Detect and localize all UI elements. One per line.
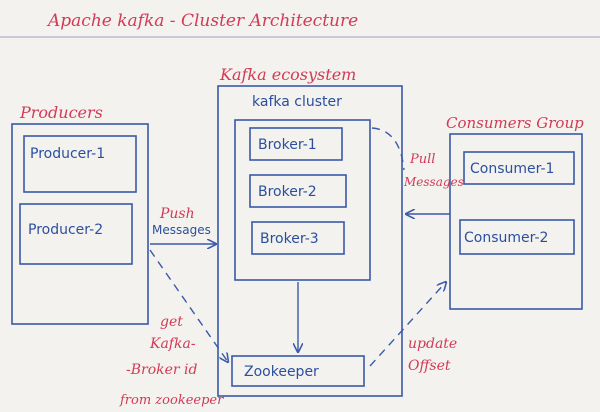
broker-2-label: Broker-2 xyxy=(258,184,317,200)
producers-box xyxy=(11,123,149,325)
consumers-box xyxy=(449,133,583,310)
ecosystem-label: Kafka ecosystem xyxy=(219,65,356,84)
pull-label-2: Messages xyxy=(403,175,464,189)
producer-2-box xyxy=(19,203,133,265)
producer-1-box xyxy=(23,135,137,193)
producer-1-label: Producer-1 xyxy=(30,146,105,162)
diagram-title: Apache kafka - Cluster Architecture xyxy=(46,11,358,31)
push-label-1: Push xyxy=(159,206,195,222)
ecosystem-box xyxy=(217,85,403,397)
update-label-2: Offset xyxy=(408,358,451,374)
update-label-1: update xyxy=(408,336,457,352)
get-label-1: get xyxy=(160,314,183,330)
broker-3-label: Broker-3 xyxy=(260,231,319,247)
get-brokerid-dashed-arrow xyxy=(149,249,228,362)
consumer-2-label: Consumer-2 xyxy=(464,230,548,246)
broker-2-box xyxy=(249,174,347,208)
pull-label-1: Pull xyxy=(409,152,435,167)
consumer-1-label: Consumer-1 xyxy=(470,161,554,177)
consumer-1-box xyxy=(463,151,575,185)
get-label-3: -Broker id xyxy=(126,362,198,378)
broker-1-box xyxy=(249,127,343,161)
get-label-2: Kafka- xyxy=(149,336,196,352)
consumers-label: Consumers Group xyxy=(446,114,584,132)
broker-1-label: Broker-1 xyxy=(258,137,317,153)
cluster-box xyxy=(234,119,371,281)
producer-2-label: Producer-2 xyxy=(28,222,103,238)
push-label-2: Messages xyxy=(152,223,211,237)
cluster-label: kafka cluster xyxy=(252,94,342,110)
broker-3-box xyxy=(251,221,345,255)
zookeeper-label: Zookeeper xyxy=(244,364,319,380)
update-offset-dashed-arrow xyxy=(369,282,446,367)
get-label-4: from zookeeper xyxy=(119,393,224,408)
consumer-2-box xyxy=(459,219,575,255)
producers-label: Producers xyxy=(19,103,103,122)
zookeeper-box xyxy=(231,355,365,387)
pull-dashed-curve xyxy=(371,127,405,171)
